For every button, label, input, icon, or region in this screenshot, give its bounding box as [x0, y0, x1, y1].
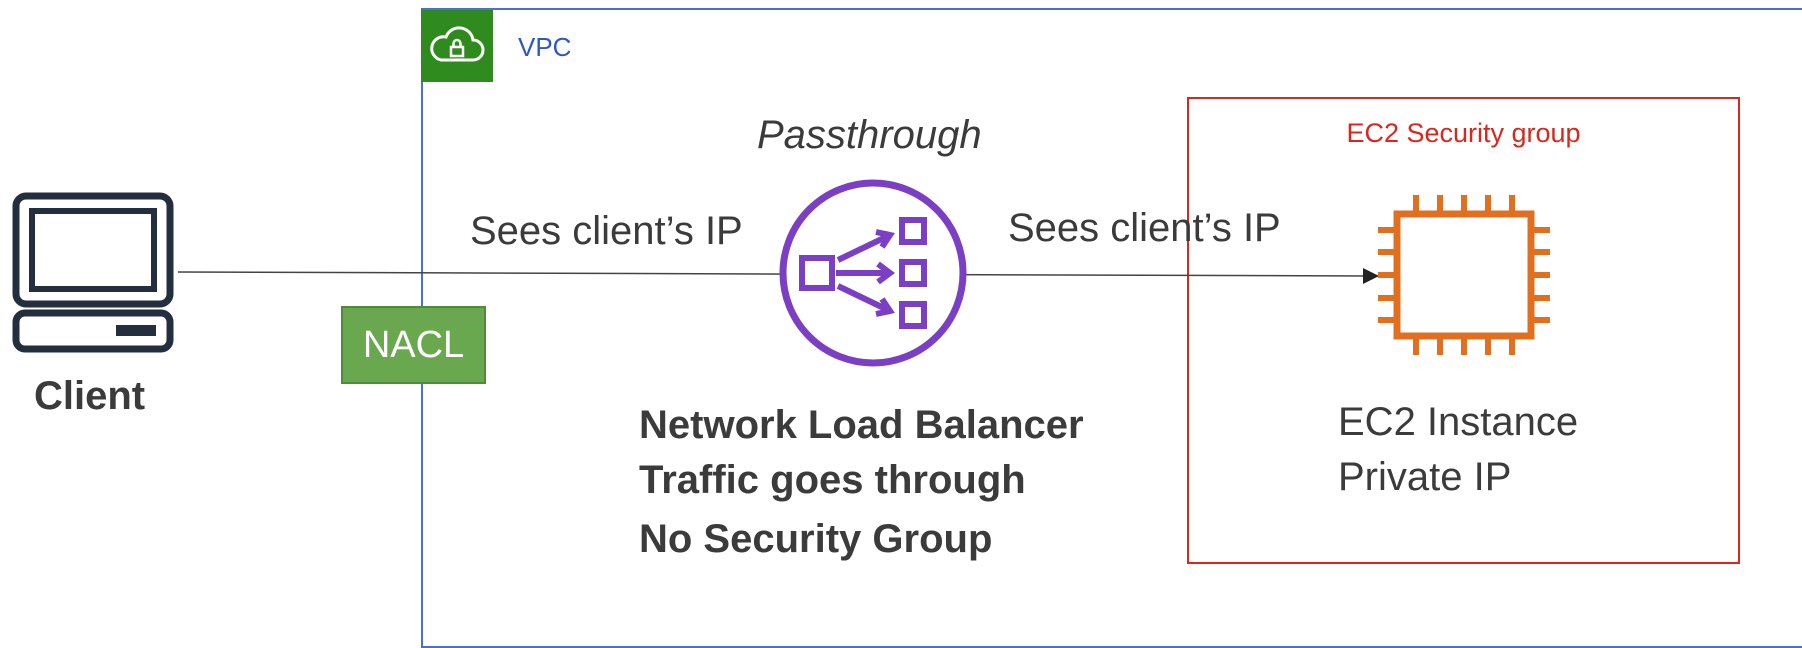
ec2-instance-label: EC2 Instance — [1338, 400, 1579, 444]
nlb-name: Network Load Balancer — [639, 403, 1084, 447]
network-load-balancer-icon — [779, 179, 967, 367]
ec2-private-ip-label: Private IP — [1338, 455, 1512, 499]
laptop-icon — [12, 192, 174, 353]
sees-client-ip-left: Sees client’s IP — [470, 209, 743, 253]
security-group-boundary — [1187, 97, 1740, 564]
client-label: Client — [34, 374, 146, 418]
nacl-badge: NACL — [341, 306, 486, 384]
ec2-chip-icon — [1378, 195, 1550, 355]
passthrough-label: Passthrough — [757, 113, 982, 157]
nlb-security-note: No Security Group — [639, 517, 993, 561]
sees-client-ip-right: Sees client’s IP — [1008, 206, 1281, 250]
security-group-label: EC2 Security group — [1346, 118, 1581, 148]
vpc-label: VPC — [518, 32, 572, 62]
nlb-traffic-note: Traffic goes through — [639, 458, 1026, 502]
traffic-flow-arrow — [177, 268, 1379, 284]
cloud-lock-icon — [430, 26, 485, 62]
vpc-badge — [421, 10, 493, 82]
